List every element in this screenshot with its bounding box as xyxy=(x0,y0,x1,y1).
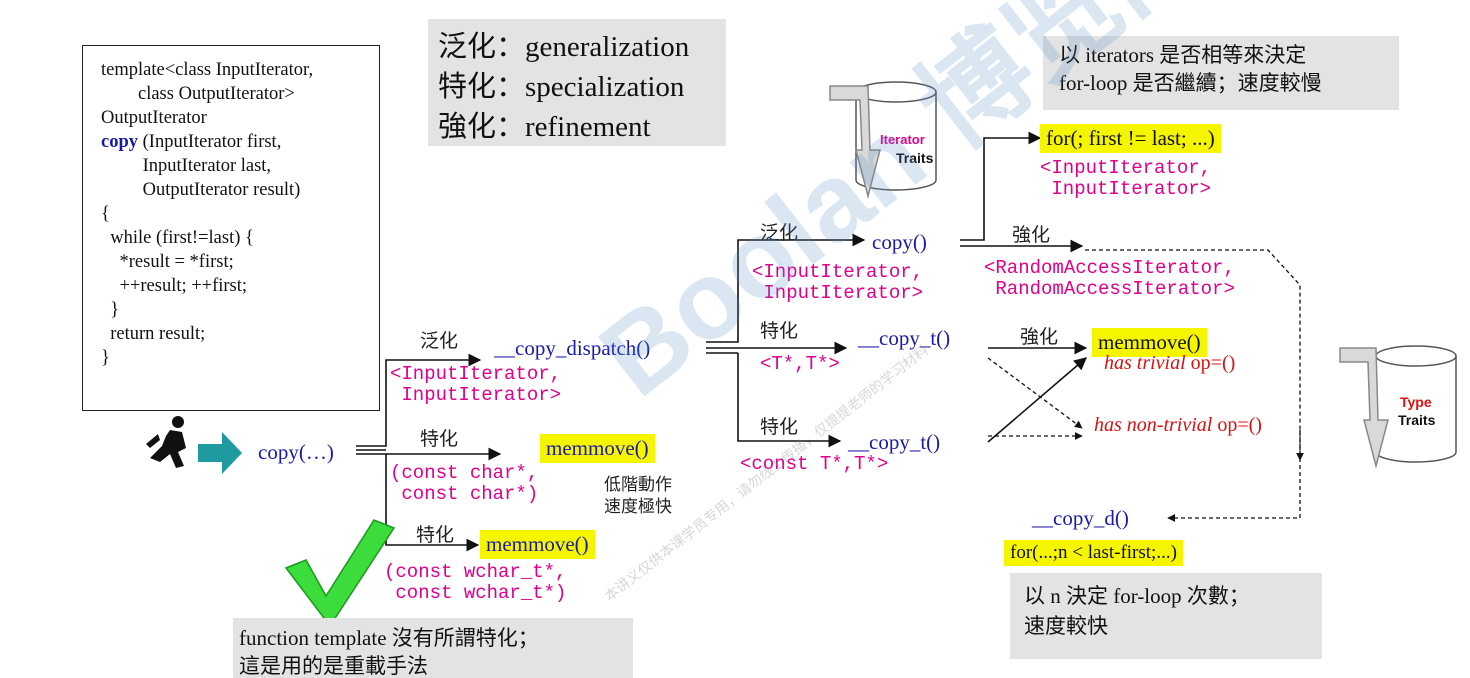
label-refine-2: 強化 xyxy=(1020,327,1059,348)
code-line: OutputIterator result) xyxy=(101,180,301,200)
code-line: } xyxy=(101,348,110,368)
lowlevel-note: 低階動作 速度極快 xyxy=(604,474,672,518)
code-line: ++result; ++first; xyxy=(101,276,248,296)
trivial-op: op=() xyxy=(1185,352,1236,374)
note-line: function template 沒有所謂特化； xyxy=(239,626,539,650)
lowlevel-line: 速度極快 xyxy=(604,497,672,516)
edge-nontrivial-1 xyxy=(987,357,1083,429)
template-t-t: <T*,T*> xyxy=(760,353,840,375)
template-const-char: (const char*, const char*) xyxy=(390,462,539,505)
note-overload: function template 沒有所謂特化； 這是用的是重載手法 xyxy=(233,618,633,678)
template-for-input: <InputIterator, InputIterator> xyxy=(1040,157,1212,200)
memmove-wchar: memmove() xyxy=(480,530,595,559)
legend-refinement: 強化：refinement xyxy=(438,111,651,143)
legend-specialization: 特化：specialization xyxy=(438,71,685,103)
memmove-trivial: memmove() xyxy=(1092,328,1207,357)
code-line: return result; xyxy=(101,324,206,344)
code-line: class OutputIterator> xyxy=(101,84,295,104)
nontrivial-text: has non-trivial xyxy=(1094,414,1213,436)
code-line: InputIterator last, xyxy=(101,156,272,176)
label-generalize-2: 泛化 xyxy=(760,223,799,244)
template-code-box: template<class InputIterator, class Outp… xyxy=(82,45,380,411)
for-n-loop: for(...;n < last-first;...) xyxy=(1004,540,1183,566)
code-line: template<class InputIterator, xyxy=(101,60,314,80)
edge-to-copy-t2 xyxy=(737,353,842,448)
copy-call: copy(…) xyxy=(258,440,334,464)
note-line: 以 iterators 是否相等來決定 xyxy=(1059,43,1307,67)
for-iterator-loop: for(; first != last; ...) xyxy=(1040,124,1221,153)
copy-d: __copy_d() xyxy=(1032,506,1129,530)
type-label: Type xyxy=(1400,394,1432,410)
copy-t-2: __copy_t() xyxy=(848,430,941,454)
copy-t-1: __copy_t() xyxy=(858,326,951,350)
label-specialize-2: 特化 xyxy=(416,525,455,546)
green-checkmark-icon xyxy=(284,519,396,628)
note-line: for-loop 是否繼續；速度較慢 xyxy=(1059,71,1322,95)
edge-trivial-2 xyxy=(987,357,1087,443)
edge-to-copy-inner xyxy=(706,233,866,343)
code-line-copy: copy (InputIterator first, xyxy=(101,130,379,154)
edge-to-copy-d xyxy=(1167,430,1301,522)
nontrivial-op: op=() xyxy=(1212,414,1262,436)
legend-generalization: 泛化：generalization xyxy=(438,31,690,63)
note-iterator-loop: 以 iterators 是否相等來決定 for-loop 是否繼續；速度較慢 xyxy=(1043,36,1399,110)
template-const-wchar: (const wchar_t*, const wchar_t*) xyxy=(384,561,567,604)
iterator-traits-cylinder xyxy=(829,81,937,199)
note-n-loop: 以 n 決定 for-loop 次數； 速度較快 xyxy=(1010,573,1322,659)
label-generalize: 泛化 xyxy=(420,331,459,352)
template-input-input-2: <InputIterator, InputIterator> xyxy=(752,261,924,304)
edge-random-to-d xyxy=(1085,249,1304,461)
type-traits-label: Traits xyxy=(1398,412,1436,428)
copy-signature: (InputIterator first, xyxy=(138,132,282,152)
teal-right-arrow-icon xyxy=(198,432,242,474)
edge-to-dispatch xyxy=(356,353,482,447)
label-specialize-4: 特化 xyxy=(760,417,799,438)
template-input-input: <InputIterator, InputIterator> xyxy=(390,363,562,406)
label-specialize-3: 特化 xyxy=(760,321,799,342)
template-random-random: <RandomAccessIterator, RandomAccessItera… xyxy=(984,257,1235,300)
iterator-label: Iterator xyxy=(880,132,925,147)
code-line: while (first!=last) { xyxy=(101,228,254,248)
lowlevel-line: 低階動作 xyxy=(604,475,672,494)
has-nontrivial-op: has non-trivial op=() xyxy=(1094,414,1262,437)
template-const-t-t: <const T*,T*> xyxy=(740,453,889,475)
copy-dispatch: __copy_dispatch() xyxy=(494,336,651,360)
label-specialize-1: 特化 xyxy=(420,429,459,450)
legend-box: 泛化：generalization 特化：specialization 強化：r… xyxy=(428,19,726,146)
copy-keyword: copy xyxy=(101,132,138,152)
edge-to-memmove2 xyxy=(385,454,480,552)
code-line: } xyxy=(101,300,120,320)
iterator-traits-label: Traits xyxy=(896,150,934,166)
running-man-icon xyxy=(146,416,186,468)
code-line: { xyxy=(101,204,110,224)
label-refine-1: 強化 xyxy=(1012,225,1051,246)
memmove-char: memmove() xyxy=(540,434,655,463)
has-trivial-op: has trivial op=() xyxy=(1104,352,1235,375)
code-line: *result = *first; xyxy=(101,252,234,272)
edge-to-for-iter xyxy=(960,131,1042,241)
code-line: OutputIterator xyxy=(101,108,207,128)
copy-inner: copy() xyxy=(872,230,927,254)
note-line: 這是用的是重載手法 xyxy=(239,654,428,678)
note-line: 以 n 決定 for-loop 次數； xyxy=(1024,584,1250,608)
type-traits-cylinder xyxy=(1339,345,1457,469)
note-line: 速度較快 xyxy=(1024,614,1108,638)
trivial-text: has trivial xyxy=(1104,352,1186,374)
